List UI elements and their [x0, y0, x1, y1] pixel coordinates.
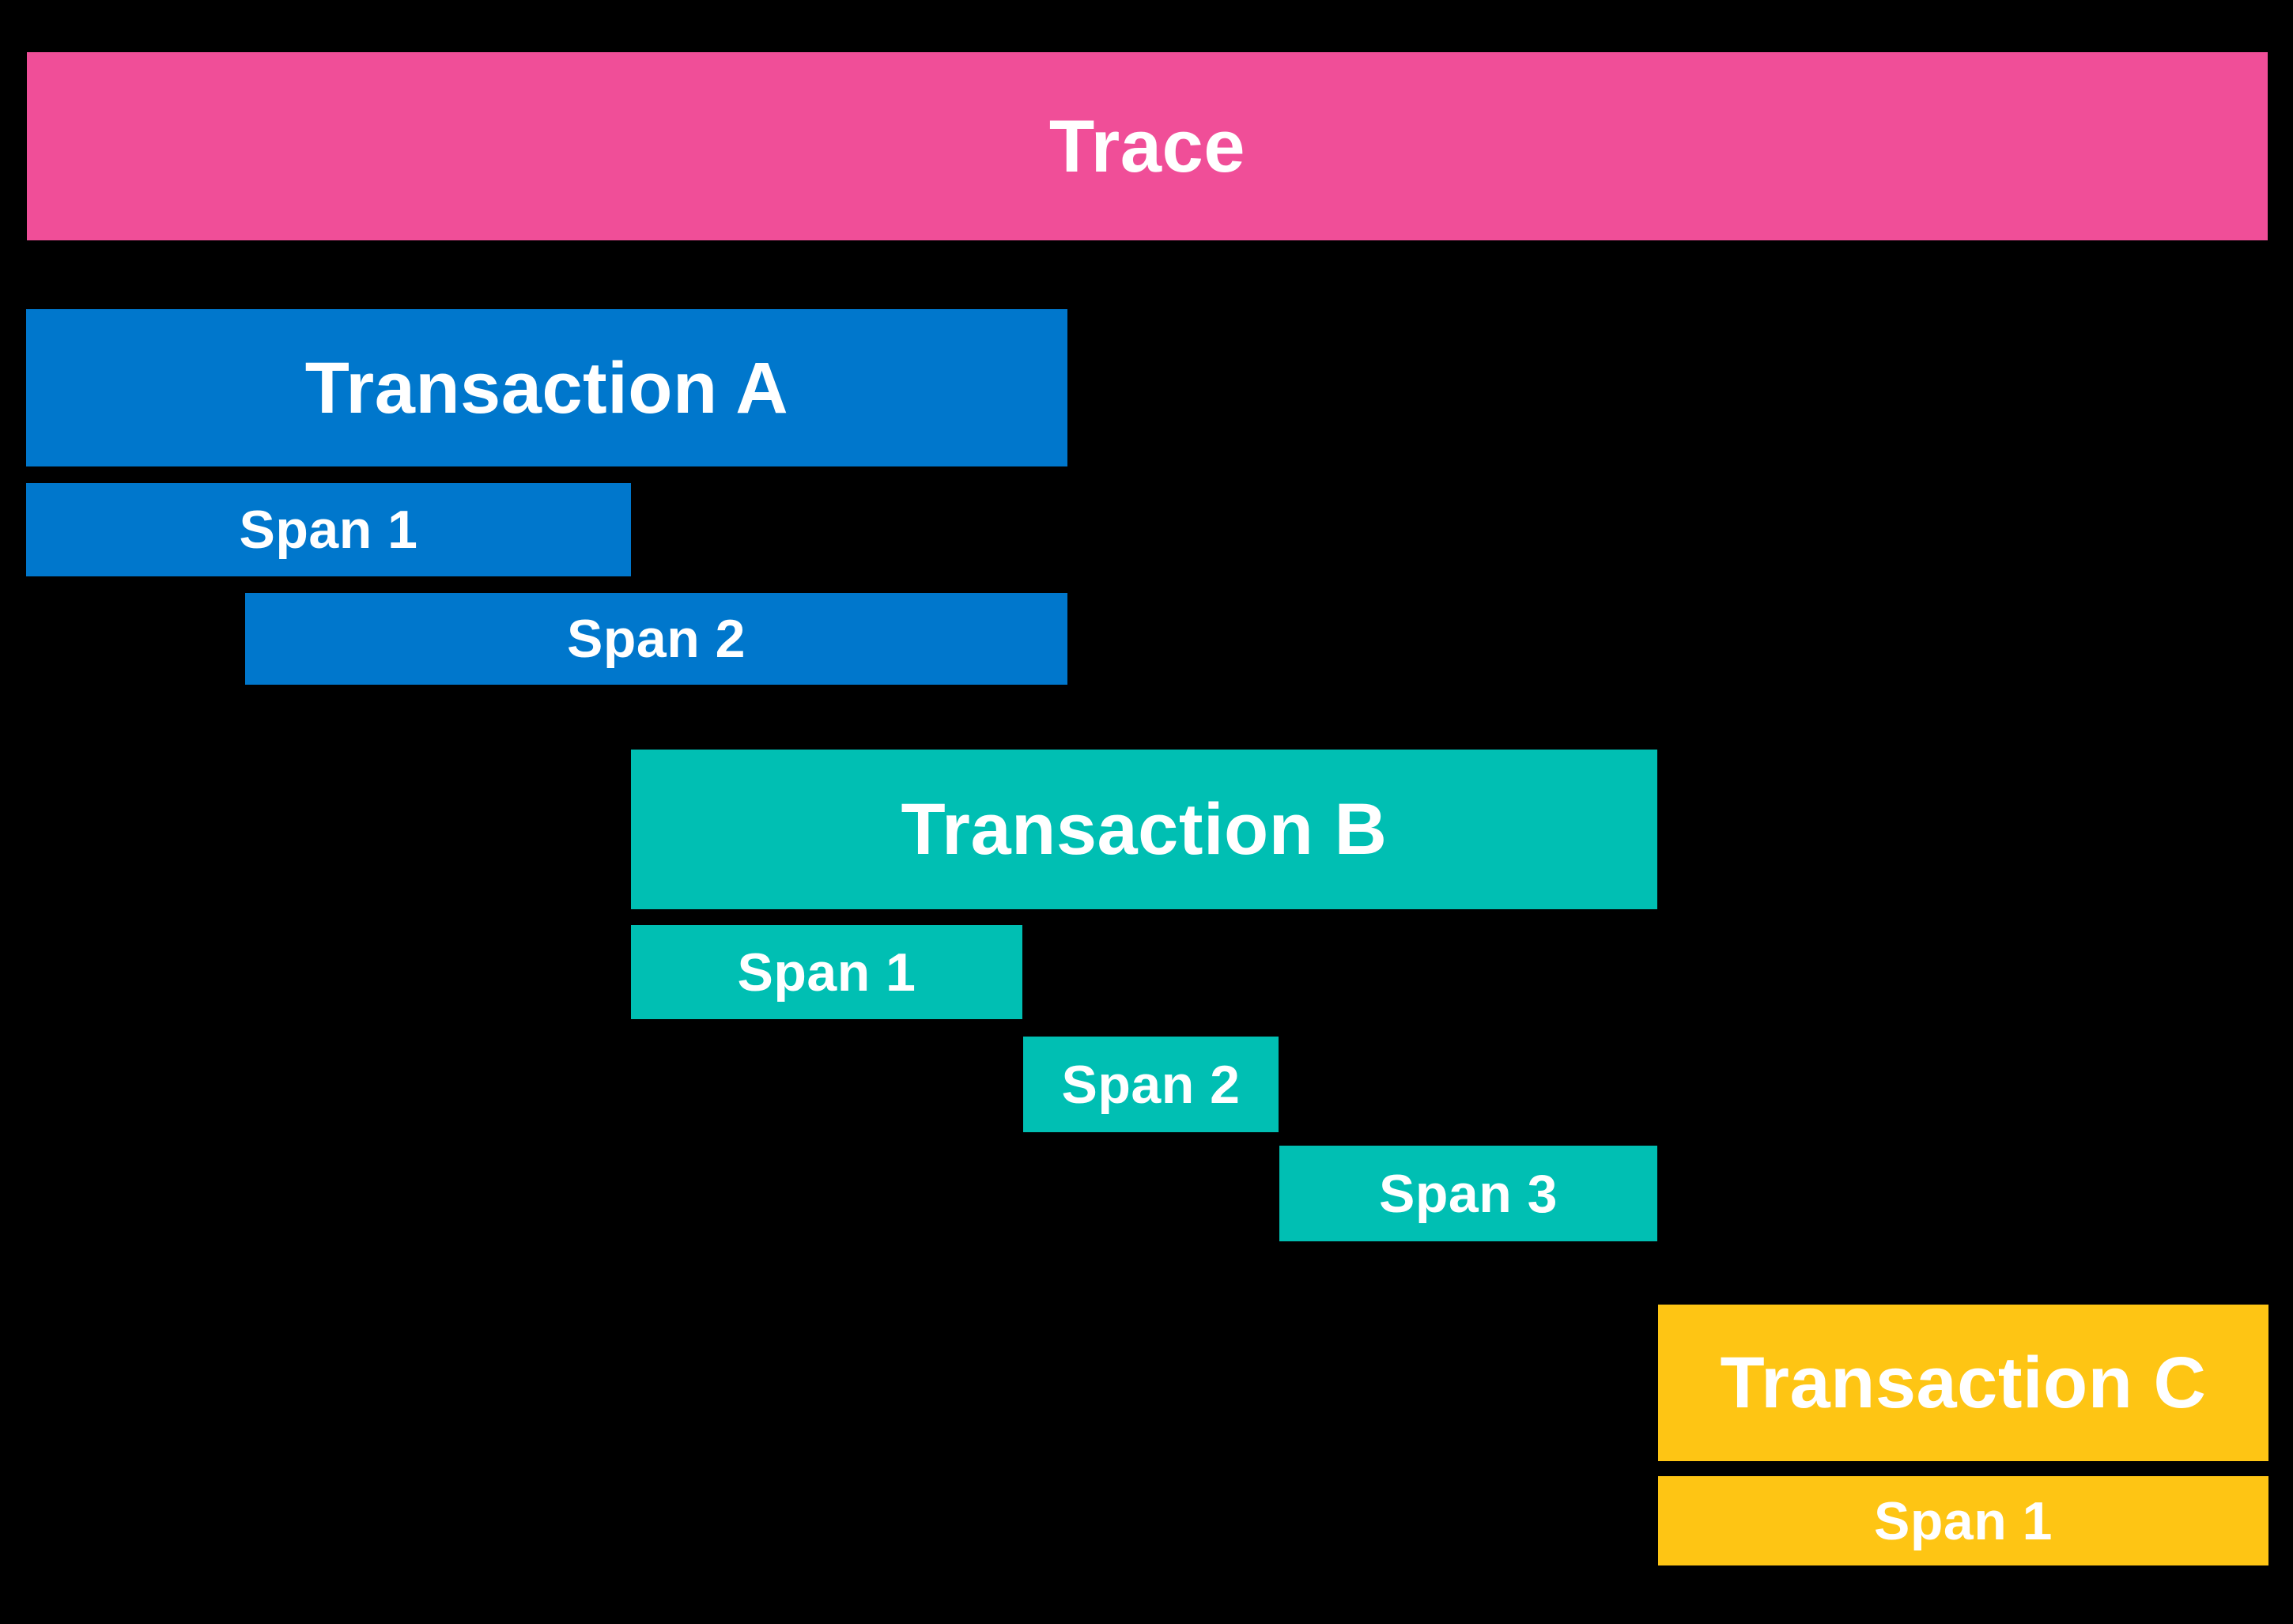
transaction-b-span-3-bar: Span 3: [1279, 1146, 1657, 1241]
transaction-a-span-2-bar: Span 2: [245, 593, 1067, 685]
transaction-a-bar: Transaction A: [26, 309, 1067, 466]
transaction-a-span-2-label: Span 2: [567, 609, 746, 669]
trace-label: Trace: [1048, 104, 1246, 187]
transaction-b-span-2-label: Span 2: [1061, 1054, 1241, 1115]
transaction-b-span-1-label: Span 1: [737, 942, 916, 1003]
transaction-b-label: Transaction B: [901, 789, 1388, 870]
transaction-c-bar: Transaction C: [1658, 1305, 2268, 1461]
transaction-c-span-1-label: Span 1: [1874, 1490, 2053, 1551]
transaction-a-span-1-bar: Span 1: [26, 483, 631, 576]
trace-bar: Trace: [27, 52, 2268, 240]
transaction-a-label: Transaction A: [304, 347, 789, 429]
transaction-a-span-1-label: Span 1: [239, 500, 418, 560]
transaction-b-span-1-bar: Span 1: [631, 925, 1022, 1019]
transaction-b-span-2-bar: Span 2: [1023, 1037, 1279, 1132]
transaction-c-label: Transaction C: [1720, 1343, 2207, 1423]
transaction-b-span-3-label: Span 3: [1379, 1163, 1558, 1224]
transaction-c-span-1-bar: Span 1: [1658, 1476, 2268, 1565]
transaction-b-bar: Transaction B: [631, 750, 1657, 909]
